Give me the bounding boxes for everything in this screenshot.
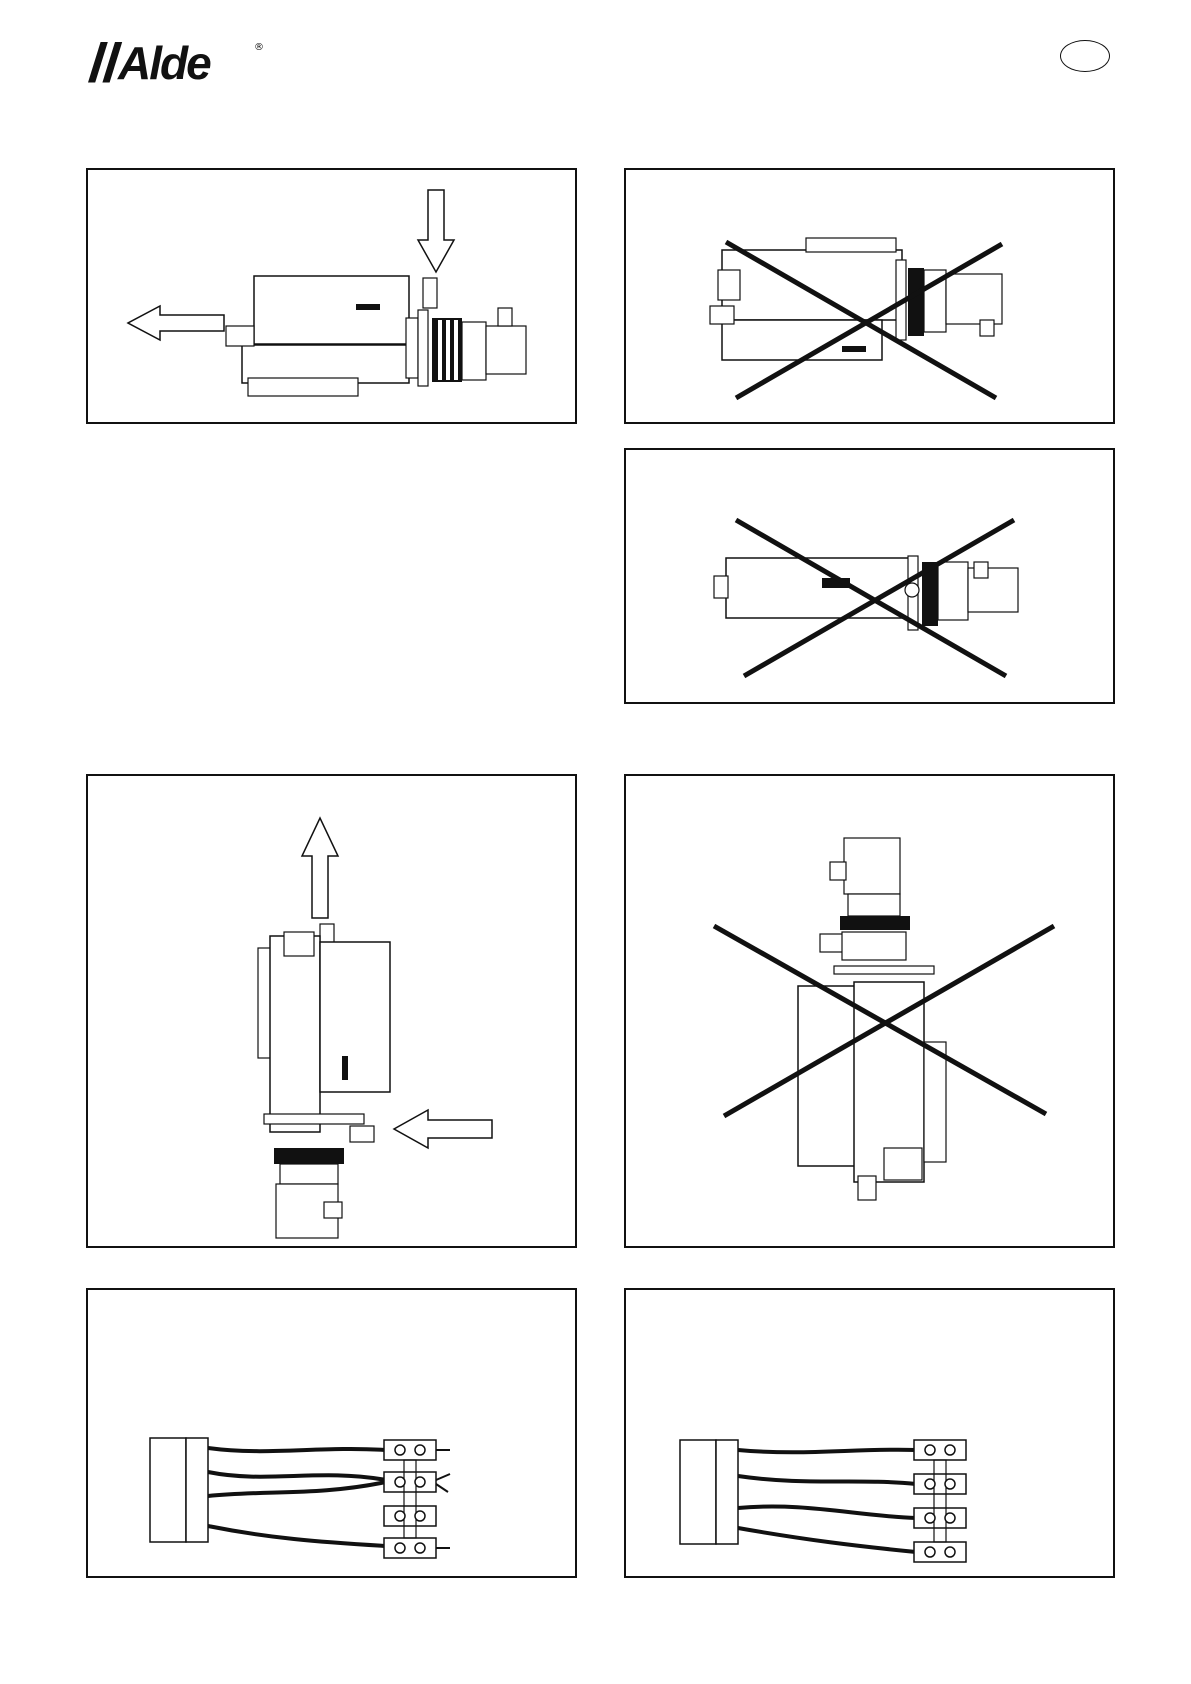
panel-correct-vertical [86,774,577,1248]
flow-in-arrow-icon [418,190,454,272]
heater-horizontal-illustration [88,170,575,422]
panel-incorrect-inverted [624,168,1115,424]
panel-correct-horizontal [86,168,577,424]
alde-logo: Alde [118,36,210,90]
terminal-block-icon [384,1440,436,1558]
panel-incorrect-side [624,448,1115,704]
panel-wiring-b [624,1288,1115,1578]
registered-mark: ® [254,42,264,53]
terminal-block-icon [914,1440,966,1562]
flow-in-arrow-icon [394,1110,492,1148]
heater-vertical-inverted-illustration [626,776,1113,1246]
wiring-diagram-a [88,1290,575,1576]
heater-side-illustration [626,450,1113,702]
heater-inverted-illustration [626,170,1113,422]
flow-out-arrow-icon [302,818,338,918]
panel-incorrect-vertical [624,774,1115,1248]
wiring-diagram-b [626,1290,1113,1576]
panel-wiring-a [86,1288,577,1578]
language-badge [1060,40,1110,72]
flow-out-arrow-icon [128,306,224,340]
heater-vertical-illustration [88,776,575,1246]
